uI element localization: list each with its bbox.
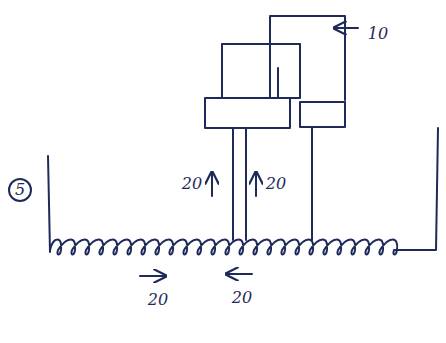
number-ring — [9, 179, 31, 201]
current-value: 20 — [230, 289, 254, 307]
current-value: 10 — [366, 25, 390, 43]
current-value: 20 — [180, 175, 204, 193]
current-value: 20 — [146, 291, 170, 309]
current-value: 20 — [264, 175, 288, 193]
drop-wire — [232, 128, 234, 240]
current-arrow — [255, 172, 257, 196]
drop-wire — [311, 127, 313, 240]
current-arrow — [334, 27, 358, 29]
drop-wire — [245, 128, 247, 240]
inner-stroke — [277, 68, 279, 98]
right-wire — [395, 128, 438, 250]
current-arrow — [140, 275, 166, 277]
callout-number: 5 — [13, 181, 27, 199]
upper-block — [222, 44, 300, 98]
current-arrow — [211, 172, 213, 196]
left-wire — [48, 156, 50, 252]
side-block — [300, 102, 345, 127]
coil-symbol — [50, 240, 397, 255]
current-arrow — [226, 273, 252, 275]
lower-block — [205, 98, 290, 128]
